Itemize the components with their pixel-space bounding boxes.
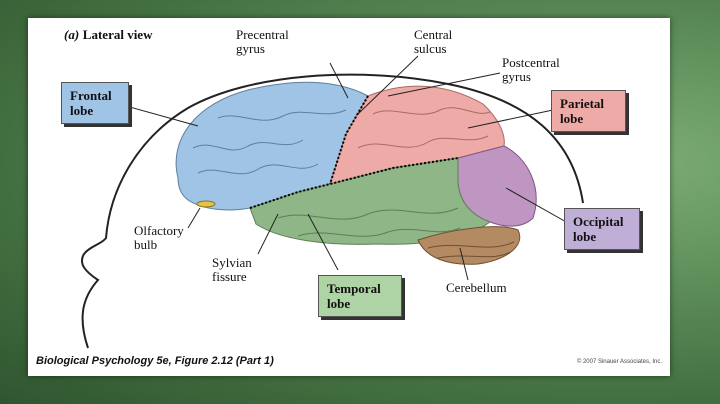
- sylvian-line1: Sylvian: [212, 255, 252, 270]
- postcentral-line2: gyrus: [502, 69, 531, 84]
- leader-lines: [125, 55, 569, 281]
- sylvian-fissure-line: [249, 157, 459, 209]
- frontal-lobe-region: [175, 81, 369, 211]
- precentral-line1: Precentral: [236, 27, 289, 42]
- precentral-gyrus-label: Precentral gyrus: [236, 28, 289, 56]
- sylvian-fissure-label: Sylvian fissure: [212, 256, 252, 284]
- cerebellum-line1: Cerebellum: [446, 280, 507, 295]
- figure-caption: Biological Psychology 5e, Figure 2.12 (P…: [36, 355, 274, 367]
- parietal-lobe-line1: Parietal: [560, 96, 605, 111]
- copyright-notice: © 2007 Sinauer Associates, Inc.: [576, 359, 662, 365]
- olfactory-bulb-label: Olfactory bulb: [134, 224, 184, 252]
- cerebellum-region: [417, 226, 521, 265]
- panel-name: Lateral view: [82, 27, 153, 42]
- occipital-lobe-line1: Occipital: [573, 214, 624, 229]
- occipital-lobe-line2: lobe: [573, 229, 597, 244]
- head-outline: [80, 73, 584, 349]
- frontal-lobe-box: Frontal lobe: [61, 82, 129, 124]
- temporal-lobe-line2: lobe: [327, 296, 351, 311]
- parietal-lobe-box: Parietal lobe: [551, 90, 626, 132]
- parietal-lobe-line2: lobe: [560, 111, 584, 126]
- figure-slide: (a) Lateral view Frontal lobe Parietal l…: [28, 18, 670, 376]
- postcentral-gyrus-label: Postcentral gyrus: [502, 56, 560, 84]
- temporal-lobe-box: Temporal lobe: [318, 275, 402, 317]
- cerebellum-label: Cerebellum: [446, 281, 507, 295]
- precentral-line2: gyrus: [236, 41, 265, 56]
- olfactory-line2: bulb: [134, 237, 158, 252]
- brain-illustration: [80, 55, 584, 349]
- central-line2: sulcus: [414, 41, 447, 56]
- temporal-lobe-line1: Temporal: [327, 281, 381, 296]
- olfactory-bulb-region: [196, 200, 216, 208]
- gyri-texture: [192, 109, 347, 175]
- central-sulcus-label: Central sulcus: [414, 28, 452, 56]
- panel-title: (a) Lateral view: [64, 27, 152, 43]
- olfactory-line1: Olfactory: [134, 223, 184, 238]
- frontal-lobe-line2: lobe: [70, 103, 94, 118]
- panel-letter: (a): [64, 27, 80, 42]
- frontal-lobe-line1: Frontal: [70, 88, 112, 103]
- central-line1: Central: [414, 27, 453, 42]
- sylvian-line2: fissure: [212, 269, 247, 284]
- occipital-lobe-box: Occipital lobe: [564, 208, 640, 250]
- postcentral-line1: Postcentral: [502, 55, 560, 70]
